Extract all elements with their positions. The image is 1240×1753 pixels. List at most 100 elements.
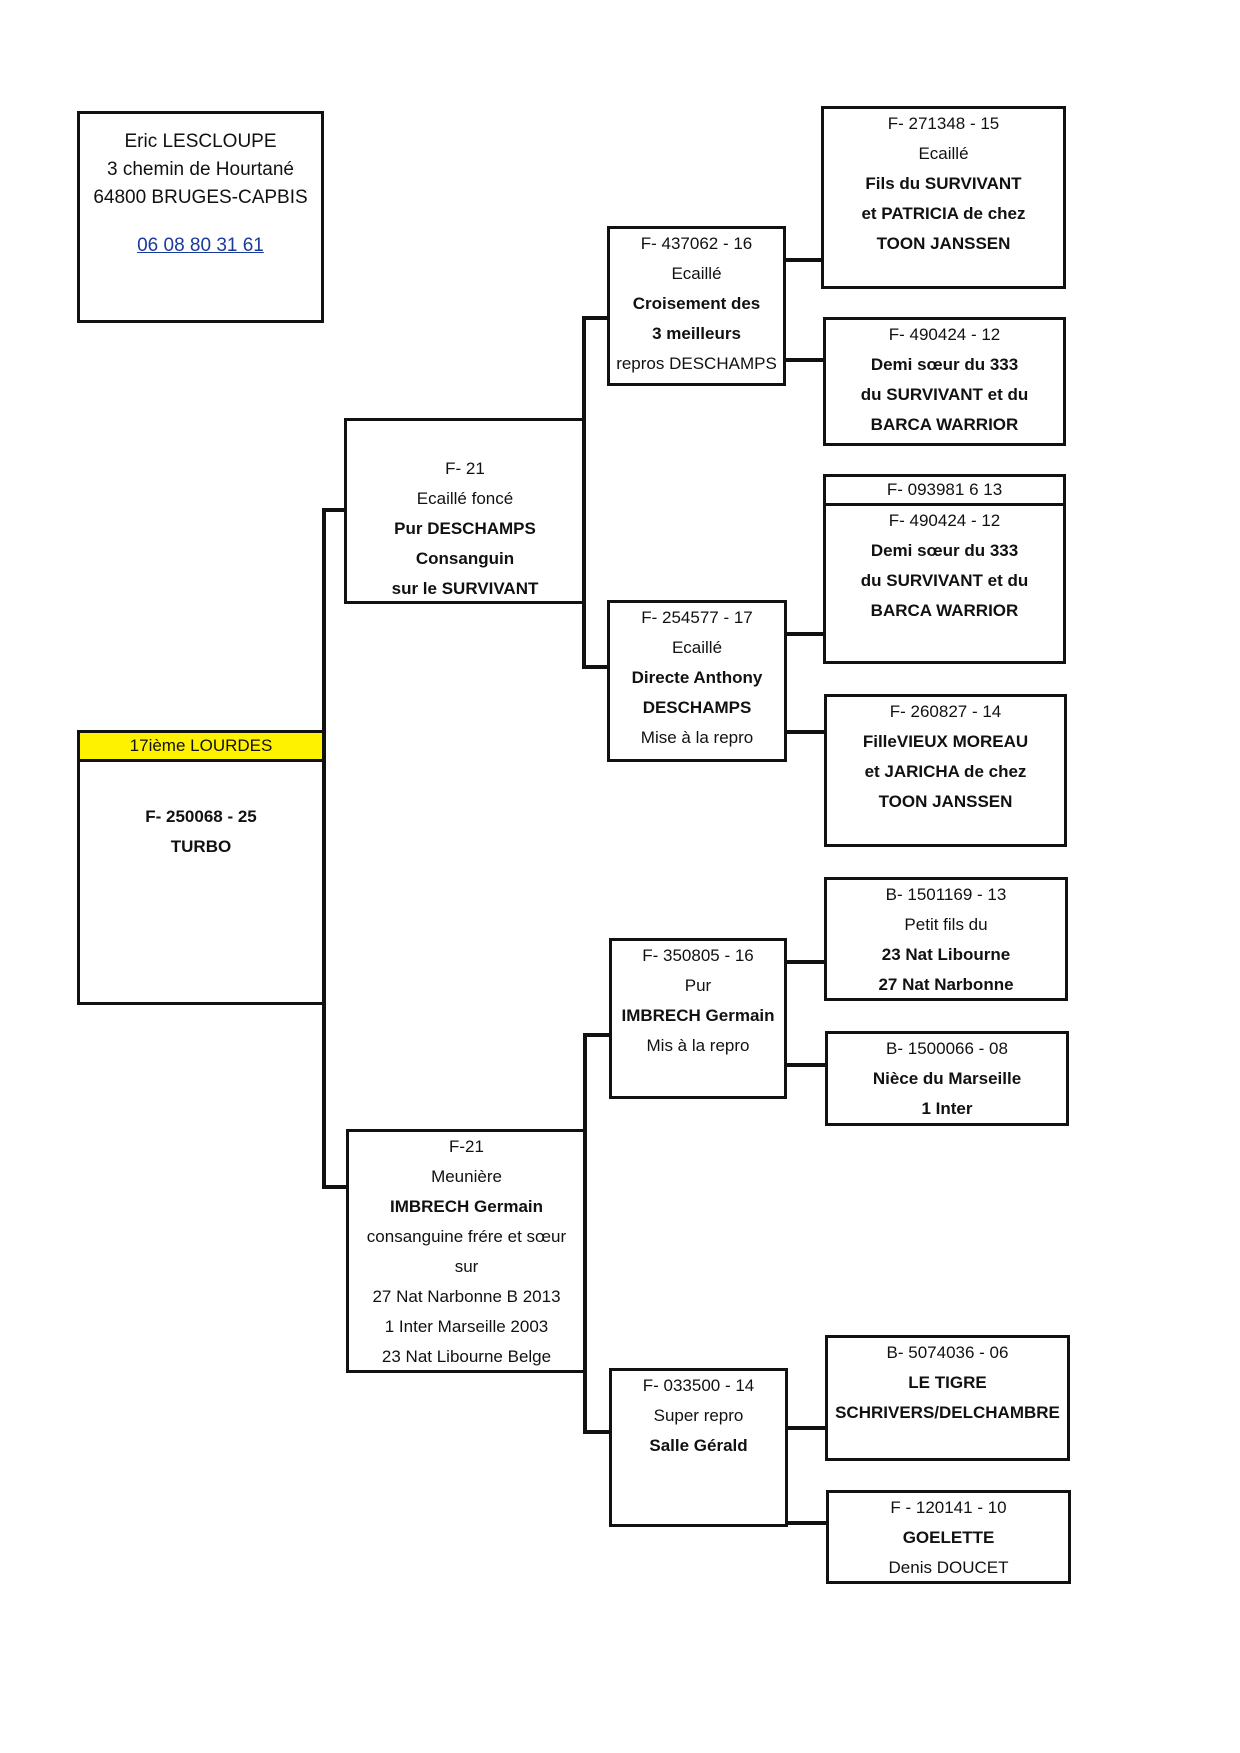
pedigree-line: Meunière bbox=[431, 1167, 502, 1186]
connector bbox=[784, 730, 825, 734]
great-grandparent-box: F- 093981 6 13 F- 490424 - 12 Demi sœur d… bbox=[823, 474, 1066, 664]
ring-number: F- 254577 - 17 bbox=[641, 608, 753, 627]
pedigree-line: Salle Gérald bbox=[649, 1436, 748, 1455]
pedigree-line: SCHRIVERS/DELCHAMBRE bbox=[835, 1403, 1060, 1422]
connector bbox=[583, 1430, 609, 1434]
pedigree-line: du SURVIVANT et du bbox=[860, 571, 1029, 590]
pedigree-line: BARCA WARRIOR bbox=[870, 601, 1019, 620]
contact-box: Eric LESCLOUPE 3 chemin de Hourtané 6480… bbox=[77, 111, 324, 323]
connector bbox=[582, 316, 586, 668]
connector bbox=[582, 316, 608, 320]
connector bbox=[583, 1033, 609, 1037]
pedigree-line: 1 Inter Marseille 2003 bbox=[384, 1317, 549, 1336]
alt-ring-header: F- 093981 6 13 bbox=[826, 477, 1063, 506]
pedigree-line: Mis à la repro bbox=[646, 1036, 750, 1055]
pedigree-line: et JARICHA de chez bbox=[864, 762, 1027, 781]
connector bbox=[322, 1185, 348, 1189]
pedigree-line: 1 Inter bbox=[921, 1099, 973, 1118]
connector bbox=[786, 1521, 827, 1525]
connector bbox=[583, 1033, 587, 1433]
pedigree-line: IMBRECH Germain bbox=[389, 1197, 544, 1216]
pedigree-line: Consanguin bbox=[415, 549, 515, 568]
connector bbox=[784, 632, 825, 636]
pedigree-line: Directe Anthony bbox=[631, 668, 763, 687]
pedigree-line: Ecaillé foncé bbox=[416, 489, 514, 508]
ring-number: F- 437062 - 16 bbox=[640, 234, 753, 253]
pedigree-line: du SURVIVANT et du bbox=[860, 385, 1029, 404]
pedigree-line: consanguine frére et sœur bbox=[366, 1227, 567, 1246]
ring-number: B- 5074036 - 06 bbox=[886, 1343, 1009, 1362]
great-grandparent-box: B- 5074036 - 06 LE TIGRE SCHRIVERS/DELCHAM… bbox=[825, 1335, 1070, 1461]
pedigree-line: Ecaillé bbox=[918, 144, 969, 163]
pedigree-line: 3 meilleurs bbox=[652, 324, 741, 343]
subject-box: 17ième LOURDES F- 250068 - 25 TURBO bbox=[77, 730, 325, 1005]
great-grandparent-box: F- 490424 - 12 Demi sœur du 333 du SURVIVA… bbox=[823, 317, 1066, 446]
ring-number: F - 120141 - 10 bbox=[890, 1498, 1007, 1517]
pedigree-line: Pur bbox=[684, 976, 712, 995]
connector bbox=[786, 1426, 827, 1430]
great-grandparent-box: B- 1500066 - 08 Nièce du Marseille 1 Inter bbox=[825, 1031, 1069, 1126]
pedigree-line: Denis DOUCET bbox=[888, 1558, 1009, 1577]
pedigree-line: Petit fils du bbox=[904, 915, 988, 934]
contact-street: 3 chemin de Hourtané bbox=[107, 159, 294, 180]
subject-name: TURBO bbox=[170, 837, 232, 856]
pedigree-line: Mise à la repro bbox=[640, 728, 754, 747]
pedigree-line: 23 Nat Libourne bbox=[881, 945, 1011, 964]
connector bbox=[322, 508, 346, 512]
contact-city: 64800 BRUGES-CAPBIS bbox=[93, 187, 308, 208]
connector bbox=[322, 508, 326, 1188]
pedigree-line: Croisement des bbox=[632, 294, 761, 313]
pedigree-line: 23 Nat Libourne Belge bbox=[381, 1347, 552, 1366]
connector bbox=[783, 358, 824, 362]
ring-number: F- 033500 - 14 bbox=[642, 1376, 755, 1395]
pedigree-line: Demi sœur du 333 bbox=[870, 541, 1019, 560]
pedigree-line: Nièce du Marseille bbox=[872, 1069, 1022, 1088]
great-grandparent-box: F- 260827 - 14 FilleVIEUX MOREAU et JARICH… bbox=[824, 694, 1067, 847]
pedigree-line: Super repro bbox=[653, 1406, 744, 1425]
pedigree-line: Ecaillé bbox=[671, 638, 723, 657]
pedigree-line: Demi sœur du 333 bbox=[870, 355, 1019, 374]
pedigree-line: TOON JANSSEN bbox=[878, 792, 1013, 811]
great-grandparent-box: B- 1501169 - 13 Petit fils du 23 Nat Libou… bbox=[824, 877, 1068, 1001]
pedigree-line: TOON JANSSEN bbox=[876, 234, 1011, 253]
pedigree-line: et PATRICIA de chez bbox=[861, 204, 1026, 223]
pedigree-line: Pur DESCHAMPS bbox=[394, 519, 536, 538]
pedigree-line: 27 Nat Narbonne bbox=[878, 975, 1014, 994]
ring-number: F- 350805 - 16 bbox=[642, 946, 754, 965]
pedigree-line: GOELETTE bbox=[902, 1528, 995, 1547]
pedigree-line: LE TIGRE bbox=[908, 1373, 987, 1392]
pedigree-line: sur le SURVIVANT bbox=[391, 579, 539, 598]
contact-phone-link[interactable]: 06 08 80 31 61 bbox=[137, 235, 264, 256]
connector bbox=[785, 1063, 826, 1067]
pedigree-line: DESCHAMPS bbox=[642, 698, 752, 717]
ring-number: F- 260827 - 14 bbox=[889, 702, 1002, 721]
ring-number: F- 490424 - 12 bbox=[888, 325, 1001, 344]
contact-name: Eric LESCLOUPE bbox=[124, 131, 277, 152]
connector bbox=[582, 665, 608, 669]
great-grandparent-box: F - 120141 - 10 GOELETTE Denis DOUCET bbox=[826, 1490, 1071, 1584]
pedigree-line: BARCA WARRIOR bbox=[870, 415, 1019, 434]
ring-number: B- 1500066 - 08 bbox=[886, 1039, 1008, 1058]
pedigree-line: FilleVIEUX MOREAU bbox=[862, 732, 1029, 751]
pedigree-line: Ecaillé bbox=[671, 264, 722, 283]
pedigree-line: Fils du SURVIVANT bbox=[865, 174, 1022, 193]
subject-ring: F- 250068 - 25 bbox=[145, 807, 257, 826]
pedigree-line: 27 Nat Narbonne B 2013 bbox=[372, 1287, 561, 1306]
ring-number: B- 1501169 - 13 bbox=[885, 885, 1007, 904]
ring-number: F-21 bbox=[449, 1137, 484, 1156]
ring-number: F- 271348 - 15 bbox=[887, 114, 1000, 133]
pedigree-line: sur bbox=[454, 1257, 479, 1276]
connector bbox=[785, 960, 826, 964]
ring-number: F- 21 bbox=[445, 459, 485, 478]
pedigree-line: IMBRECH Germain bbox=[621, 1006, 775, 1025]
ring-number: F- 490424 - 12 bbox=[888, 511, 1001, 530]
